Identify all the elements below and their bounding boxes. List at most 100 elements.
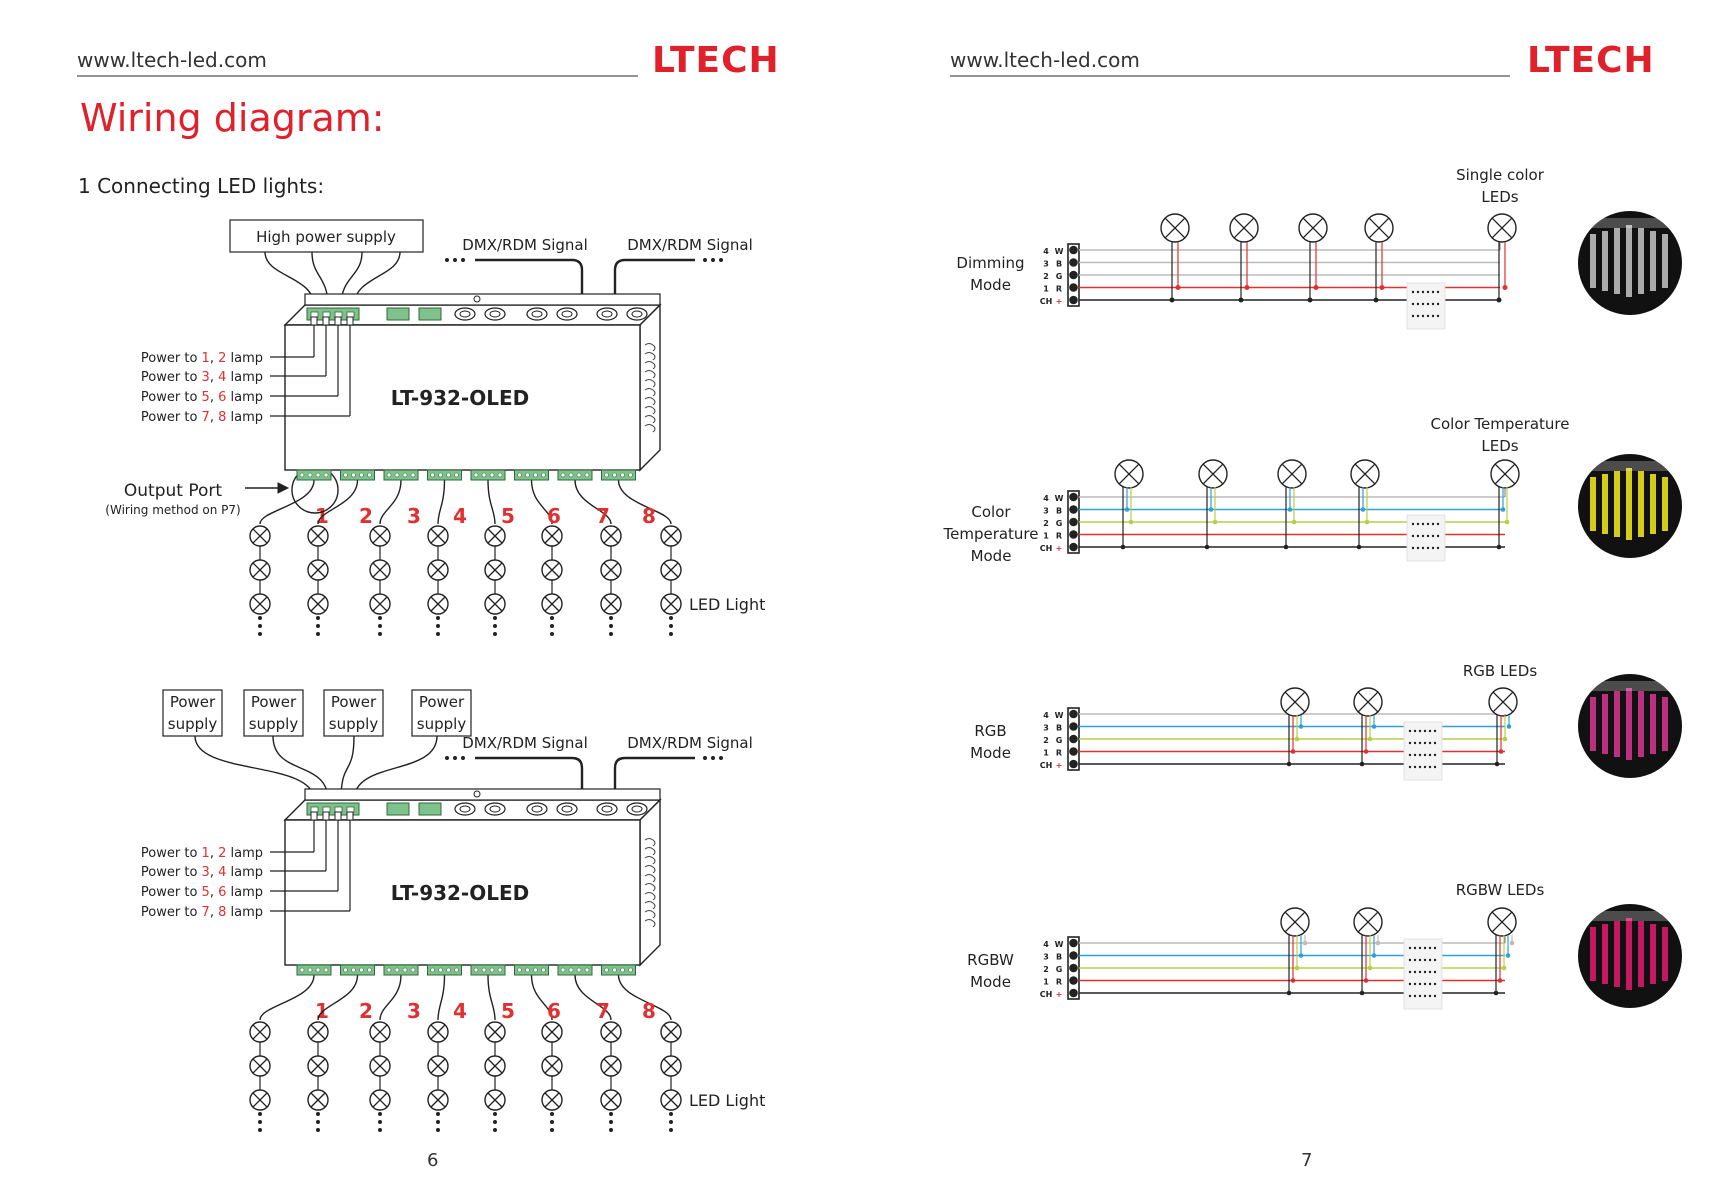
connector-inner — [561, 805, 573, 813]
power-label-part: 6 — [218, 390, 226, 405]
led-lamp-icon — [600, 525, 622, 547]
led-lamp-icon — [1280, 687, 1310, 717]
mode-label-line: Dimming — [956, 254, 1025, 272]
lamp-cross — [430, 562, 446, 578]
terminal-hole — [307, 967, 313, 973]
terminal-hole — [481, 967, 487, 973]
terminal-hole — [438, 472, 443, 478]
mount-hole — [473, 790, 481, 798]
right-website[interactable]: www.ltech-led.com — [950, 48, 1140, 72]
channel-number: 8 — [642, 999, 656, 1023]
junction-dot — [1356, 544, 1362, 550]
terminal-hole — [394, 472, 400, 478]
lamp-cross — [372, 596, 388, 612]
pin-number: 1 — [1043, 749, 1049, 758]
output-wire — [437, 479, 446, 525]
continuation-dot — [436, 1128, 440, 1132]
photo-light-band — [1626, 918, 1632, 990]
junction-dot — [1307, 297, 1313, 303]
junction-dot — [1244, 285, 1250, 290]
led-label-line: LEDs — [1481, 437, 1519, 455]
mode-label-line: Color — [971, 503, 1011, 521]
connector-inner — [531, 805, 543, 813]
pin-name: + — [1056, 761, 1063, 770]
controller-front — [284, 819, 641, 966]
terminal-hole — [410, 472, 416, 478]
led-light-label: LED Light — [689, 595, 765, 614]
led-lamp-icon — [369, 1055, 391, 1077]
continuation-dot — [609, 1128, 613, 1132]
photo-light-band — [1626, 688, 1632, 760]
power-label-part: , — [210, 410, 218, 425]
power-label-part: 5 — [202, 885, 210, 900]
connector-inner — [489, 310, 501, 318]
continuation-dot — [1408, 982, 1412, 986]
continuation-dot — [1431, 302, 1435, 306]
junction-dot — [1497, 978, 1503, 983]
led-lamp-icon — [484, 1089, 506, 1111]
continuation-dot — [258, 624, 262, 628]
vent-slot — [644, 847, 656, 856]
pin-name: W — [1055, 494, 1064, 503]
supply-wire — [194, 735, 315, 801]
dmx-in-label: DMX/RDM Signal — [462, 236, 588, 254]
vent-slot — [644, 406, 656, 415]
vent-slot — [644, 910, 656, 919]
led-lamp-icon — [600, 1021, 622, 1043]
power-label-part: 1 — [202, 351, 210, 366]
continuation-dot — [1408, 741, 1412, 745]
diagram-separate-power: PowersupplyPowersupplyPowersupplyPowersu… — [162, 689, 765, 1132]
terminal-hole — [541, 472, 546, 478]
terminal-hole — [497, 472, 503, 478]
left-website[interactable]: www.ltech-led.com — [77, 48, 267, 72]
pin-name: + — [1056, 297, 1063, 306]
terminal-hole — [576, 472, 582, 478]
pin-name: G — [1056, 965, 1063, 974]
led-lamp-icon — [427, 593, 449, 615]
continuation-dot — [1433, 753, 1437, 757]
signal-dot — [711, 258, 715, 262]
continuation-dot — [1433, 765, 1437, 769]
terminal-hole — [359, 967, 364, 973]
continuation-dot — [316, 1128, 320, 1132]
vent-slot — [644, 901, 656, 910]
channel-number: 8 — [642, 504, 656, 528]
power-label-part: Power to — [141, 885, 202, 900]
output-wire — [574, 479, 612, 525]
lamp-cross — [1284, 911, 1306, 933]
terminal-hole — [454, 967, 459, 973]
power-label-part: Power to — [141, 390, 202, 405]
output-wire — [487, 479, 496, 525]
continuation-dot — [1436, 302, 1440, 306]
photo-light-band — [1650, 474, 1656, 534]
terminal-hole — [604, 472, 609, 478]
terminal-hole — [343, 472, 348, 478]
channel-number: 1 — [315, 999, 329, 1023]
terminal-hole — [568, 967, 574, 973]
terminal-hole — [497, 967, 503, 973]
controller-side — [639, 798, 661, 967]
led-lamp-icon — [660, 1021, 682, 1043]
junction-dot — [1124, 507, 1130, 512]
terminal-screw — [346, 806, 355, 813]
wire-ferrule — [310, 811, 318, 821]
led-lamp-icon — [1198, 459, 1228, 489]
terminal-screw — [322, 806, 331, 813]
led-lamp-icon — [600, 1055, 622, 1077]
photo-light-band — [1638, 921, 1644, 987]
continuation-dot — [1413, 765, 1417, 769]
channel-number: 7 — [596, 504, 610, 528]
output-port-label: Output Port — [124, 481, 222, 501]
continuation-dot — [378, 1112, 382, 1116]
continuation-dot — [1421, 546, 1425, 550]
junction-dot — [1290, 749, 1296, 754]
lamp-cross — [310, 1058, 326, 1074]
signal-dot — [453, 756, 457, 760]
junction-dot — [1290, 978, 1296, 983]
lamp-cross — [252, 1092, 268, 1108]
led-lamp-icon — [1280, 907, 1310, 937]
continuation-dot — [1428, 741, 1432, 745]
channel-number: 2 — [359, 999, 373, 1023]
lamp-cross — [372, 528, 388, 544]
junction-dot — [1363, 749, 1369, 754]
